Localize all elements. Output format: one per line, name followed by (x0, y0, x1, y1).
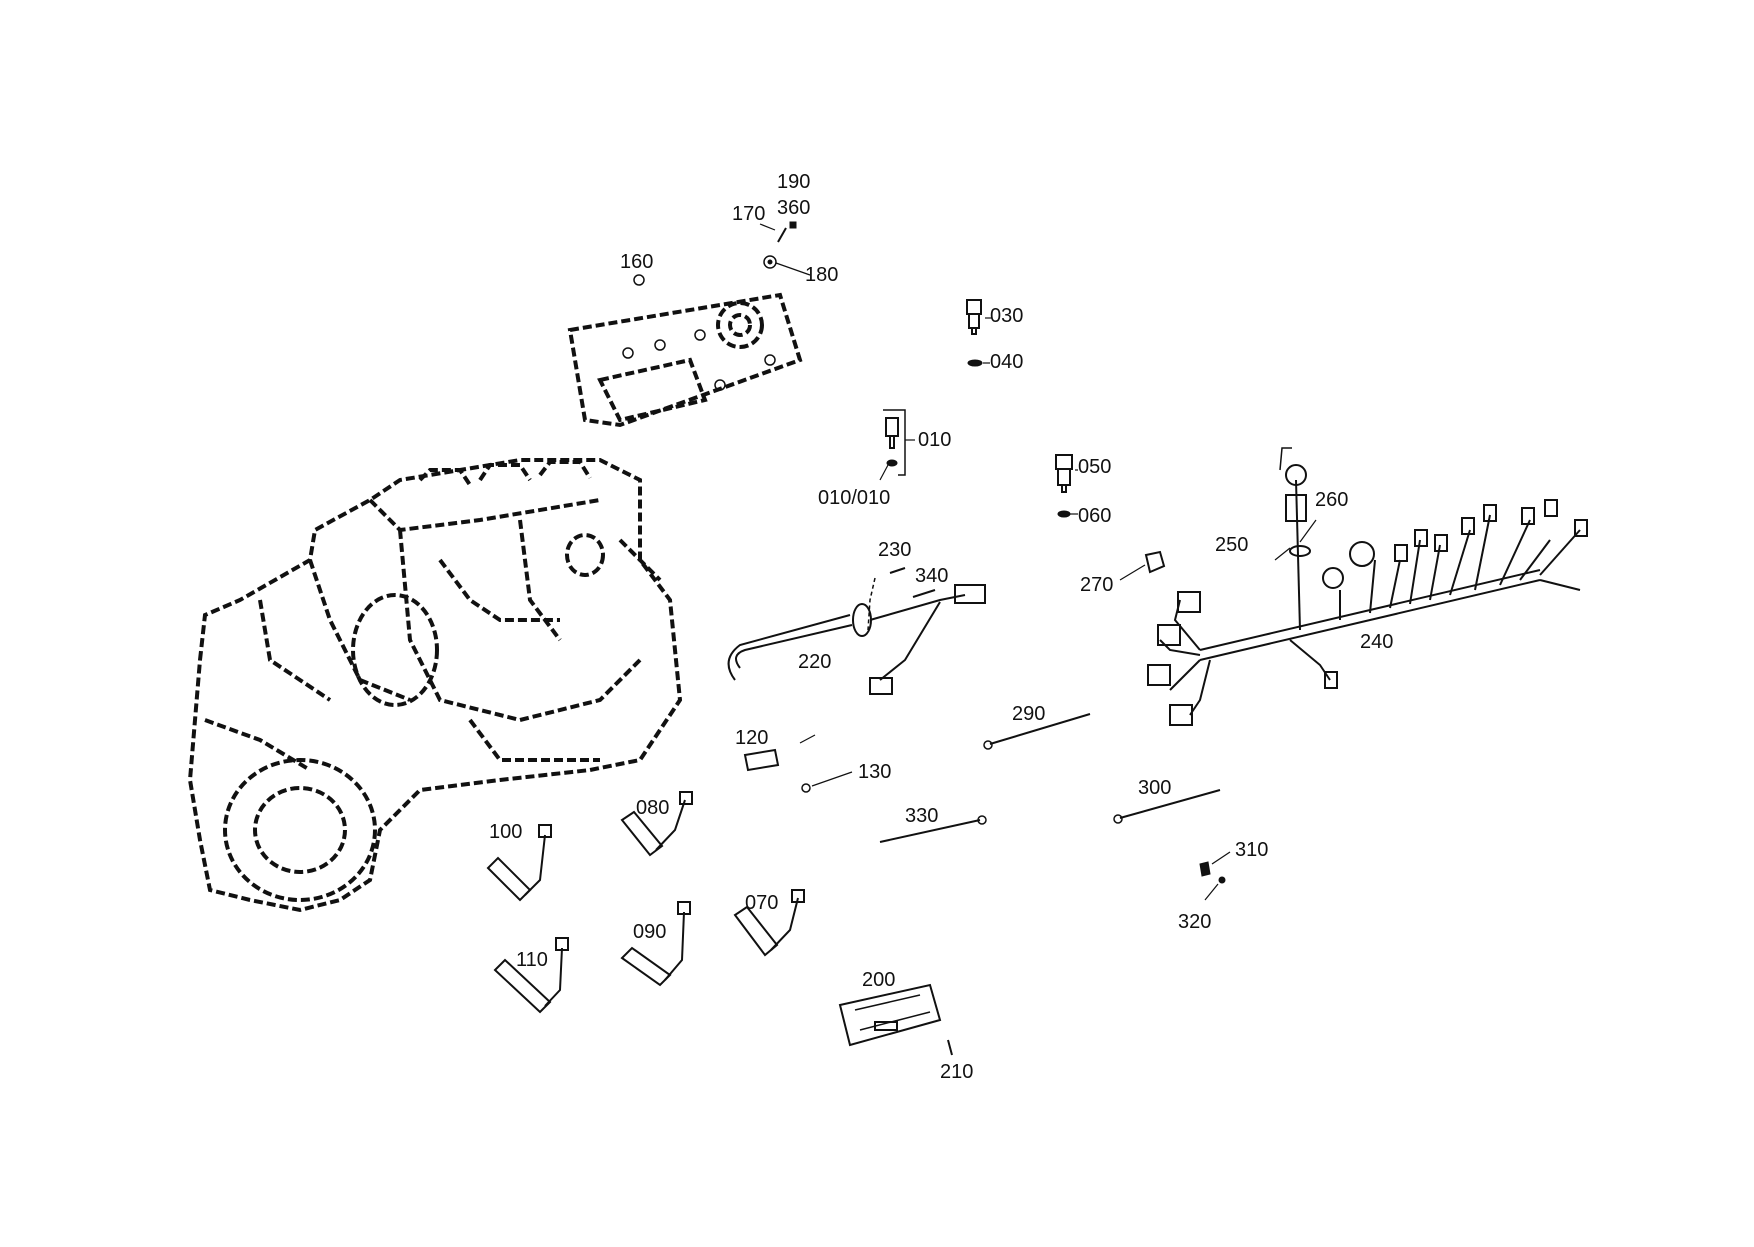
nut-360 (789, 221, 797, 229)
callout-300: 300 (1138, 777, 1172, 799)
leader-lines (759, 223, 1317, 901)
callout-130: 130 (858, 761, 892, 783)
callout-180: 180 (805, 264, 839, 286)
sensor-070 (733, 889, 805, 957)
sensor-080 (620, 791, 693, 857)
callout-220: 220 (798, 651, 832, 673)
screw-160 (633, 274, 645, 286)
transmission-housing (187, 458, 683, 913)
connector-260 (1279, 447, 1307, 522)
screw-340 (912, 589, 936, 598)
callout-240: 240 (1360, 631, 1394, 653)
callout-030: 030 (990, 305, 1024, 327)
wiring-harness-240 (1147, 464, 1588, 726)
callout-320: 320 (1178, 911, 1212, 933)
sensor-110 (493, 937, 569, 1014)
control-unit-200 (838, 983, 942, 1047)
callout-080: 080 (636, 797, 670, 819)
screw-130 (801, 783, 811, 793)
screw-320 (1218, 876, 1226, 884)
rod-300 (1113, 789, 1221, 824)
seal-250 (1289, 545, 1311, 557)
sensor-030 (966, 299, 982, 335)
callout-290: 290 (1012, 703, 1046, 725)
callout-170: 170 (732, 203, 766, 225)
callout-190: 190 (777, 171, 811, 193)
callout-120: 120 (735, 727, 769, 749)
callout-050: 050 (1078, 456, 1112, 478)
callout-010-010: 010/010 (818, 487, 891, 509)
screw-210 (947, 1039, 953, 1056)
callout-200: 200 (862, 969, 896, 991)
callout-060: 060 (1078, 505, 1112, 527)
clip-270 (1144, 550, 1166, 574)
rod-330 (879, 815, 987, 843)
sensor-090 (620, 901, 691, 987)
sensor-050 (1055, 454, 1073, 493)
callout-010: 010 (918, 429, 952, 451)
sensor-010 (883, 409, 906, 476)
rod-290 (983, 713, 1091, 750)
callout-230: 230 (878, 539, 912, 561)
cover-plate (567, 292, 803, 428)
cable-220 (727, 584, 986, 695)
callout-160: 160 (620, 251, 654, 273)
callout-310: 310 (1235, 839, 1269, 861)
seal-010-010 (886, 459, 898, 467)
callout-090: 090 (633, 921, 667, 943)
callout-330: 330 (905, 805, 939, 827)
callout-070: 070 (745, 892, 779, 914)
callout-260: 260 (1315, 489, 1349, 511)
clip-310 (1199, 861, 1211, 877)
callout-110: 110 (516, 949, 548, 971)
bracket-120 (743, 748, 780, 772)
sensor-100 (486, 824, 552, 902)
callout-100: 100 (489, 821, 523, 843)
seal-040 (967, 359, 983, 367)
callout-040: 040 (990, 351, 1024, 373)
callout-270: 270 (1080, 574, 1114, 596)
callout-210: 210 (940, 1061, 974, 1083)
callout-340: 340 (915, 565, 949, 587)
washer-180 (763, 255, 777, 269)
pin-170 (777, 227, 787, 243)
seal-060 (1057, 510, 1071, 518)
callout-250: 250 (1215, 534, 1249, 556)
callout-360: 360 (777, 197, 811, 219)
screw-230 (867, 567, 906, 631)
